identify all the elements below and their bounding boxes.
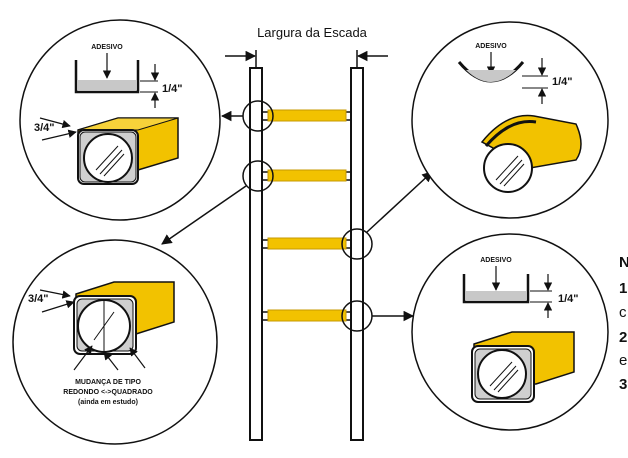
adhesive-fill	[78, 80, 136, 90]
detail-bottom-left: 3/4" MUDANÇA DE TIPO REDONDO <->QUADRADO…	[12, 239, 218, 445]
ladder-rung-3	[262, 237, 351, 250]
square-tube	[471, 331, 575, 403]
ladder-rung-1	[262, 109, 351, 122]
callout-circle-2	[242, 160, 274, 192]
anti-slip-tape	[267, 309, 347, 322]
left-rail	[249, 67, 263, 441]
ladder	[242, 67, 373, 441]
detail-top-left: ADESIVO 1/4" 3/4"	[19, 19, 221, 221]
round-tube	[480, 114, 582, 193]
right-rail	[350, 67, 364, 441]
anti-slip-tape	[267, 169, 347, 182]
adhesive-tray	[462, 274, 530, 304]
detail-bottom-right: ADESIVO 1/4"	[411, 233, 609, 431]
side-note-5: e	[619, 353, 628, 368]
callout-circle-3	[341, 228, 373, 260]
anti-slip-tape	[267, 237, 347, 250]
gap-dimension: 1/4"	[558, 293, 579, 305]
adhesive-label: ADESIVO	[475, 43, 507, 50]
arrow-to-top-right	[366, 171, 433, 233]
adhesive-fill	[466, 291, 526, 300]
round-profile	[83, 133, 133, 183]
gap-dimension: 1/4"	[162, 83, 183, 95]
width-label: Largura da Escada	[257, 25, 368, 40]
ladder-rung-4	[262, 309, 351, 322]
connector-arrows	[161, 110, 433, 322]
change-note-line-1: MUDANÇA DE TIPO	[75, 379, 141, 386]
square-tube	[73, 281, 175, 355]
side-note-4: 2	[619, 330, 628, 345]
anti-slip-tape	[267, 109, 347, 122]
side-note-6: 3	[619, 377, 628, 392]
round-profile	[477, 349, 527, 399]
detail-top-right: ADESIVO 1/4"	[411, 21, 609, 219]
round-profile	[483, 143, 533, 193]
arrow-to-bottom-left	[161, 185, 247, 245]
ladder-rung-2	[262, 169, 351, 182]
side-note-3: c	[619, 305, 627, 320]
adhesive-tray	[74, 60, 140, 94]
side-note-1: N	[619, 255, 628, 270]
edge-dimension: 3/4"	[34, 122, 55, 134]
ladder-width-dimension: Largura da Escada	[225, 25, 388, 68]
adhesive-label: ADESIVO	[480, 257, 512, 264]
change-note-line-2: REDONDO <->QUADRADO	[63, 389, 153, 396]
side-note-2: 1	[619, 281, 628, 296]
edge-dimension: 3/4"	[28, 293, 49, 305]
square-tube	[77, 117, 179, 185]
gap-dimension: 1/4"	[552, 76, 573, 88]
change-note-line-3: (ainda em estudo)	[78, 399, 138, 406]
adhesive-label: ADESIVO	[91, 44, 123, 51]
